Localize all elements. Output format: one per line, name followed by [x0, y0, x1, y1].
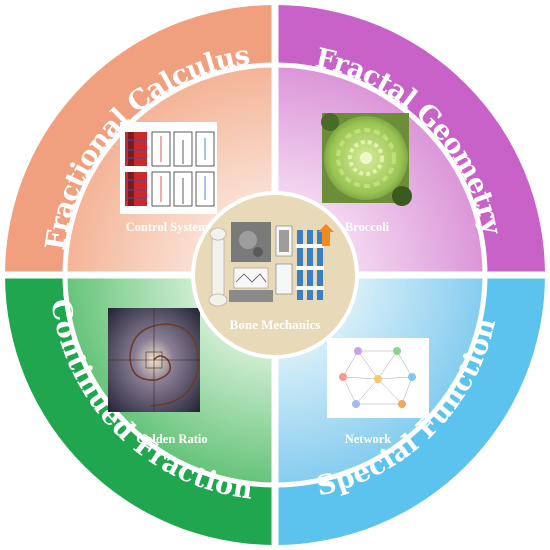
network-node — [374, 375, 382, 383]
network-image — [327, 338, 429, 418]
control-system-image — [120, 122, 217, 214]
golden-ratio-image — [108, 308, 200, 412]
label-golden-ratio: Golden Ratio — [136, 432, 207, 446]
network-node — [408, 373, 416, 381]
label-control-system: Control System — [126, 220, 209, 234]
label-broccoli: Broccoli — [345, 220, 390, 234]
ring-divider — [62, 62, 488, 488]
network-node — [339, 373, 347, 381]
network-node — [393, 347, 401, 355]
label-bone-mechanics: Bone Mechanics — [230, 317, 321, 332]
bone-mechanics-image — [208, 222, 334, 307]
network-node — [398, 400, 406, 408]
network-node — [352, 400, 360, 408]
network-node — [354, 347, 362, 355]
label-network: Network — [345, 432, 392, 446]
broccoli-image — [321, 113, 412, 206]
